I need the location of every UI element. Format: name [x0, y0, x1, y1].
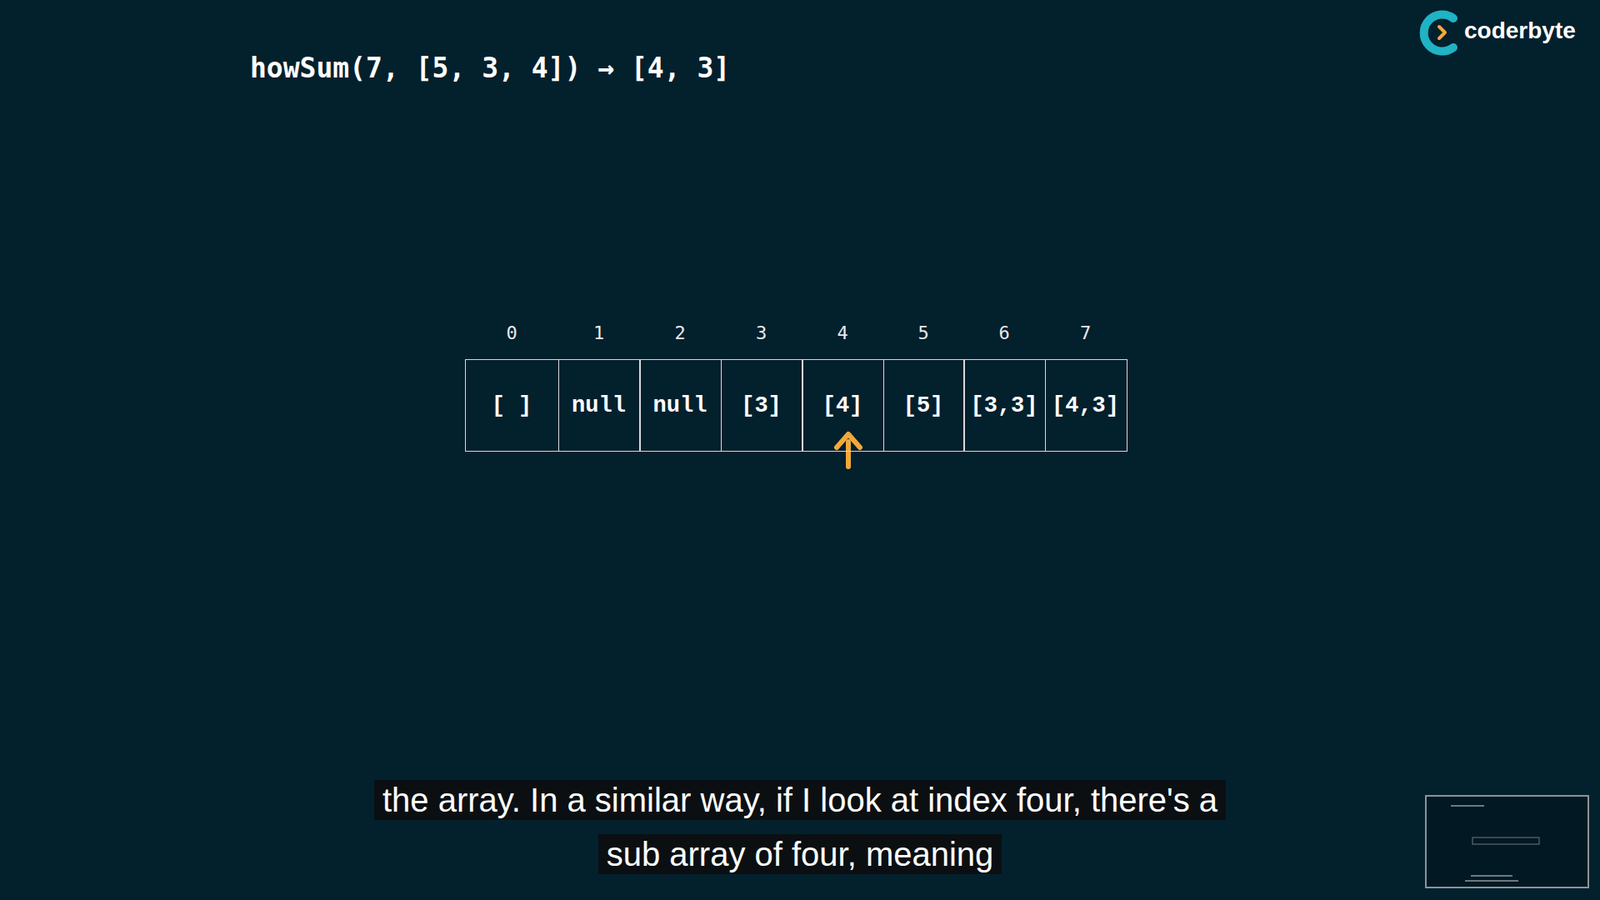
index-number: 7: [1044, 322, 1127, 344]
index-number: 1: [557, 322, 640, 344]
table-cell: 0[ ]: [465, 359, 560, 452]
index-number: 4: [801, 322, 885, 344]
pointer-arrow: [836, 434, 860, 467]
thumbnail-frame: [1425, 795, 1589, 888]
thumbnail-line: [1470, 875, 1513, 877]
subtitle: the array. In a similar way, if I look a…: [374, 780, 1226, 875]
logo-text: coderbyte: [1464, 17, 1576, 45]
arrow-shaft: [845, 441, 851, 467]
cell-value: [3]: [720, 393, 803, 419]
cell-value: [3,3]: [963, 393, 1046, 419]
logo-chevron: [1439, 26, 1445, 39]
table-cell: 7[4,3]: [1045, 359, 1128, 452]
thumbnail-line: [1465, 880, 1519, 882]
logo-mark: [1424, 15, 1454, 52]
cell-value: null: [639, 393, 722, 419]
index-number: 2: [639, 322, 722, 344]
index-number: 0: [465, 322, 560, 344]
index-number: 6: [963, 322, 1046, 344]
title: howSum(7, [5, 3, 4]) → [4, 3]: [250, 51, 730, 85]
cell-value: [4,3]: [1044, 393, 1127, 419]
thumbnail-table: [1472, 837, 1540, 845]
table-cell: 4[4]: [801, 359, 885, 452]
thumbnail-line: [1450, 805, 1485, 807]
video-thumbnail: [1425, 795, 1589, 888]
table-cell: 6[3,3]: [963, 359, 1046, 452]
subtitle-block: the array. In a similar way, if I look a…: [366, 776, 1234, 885]
index-number: 3: [720, 322, 803, 344]
cell-value: [5]: [882, 393, 965, 419]
index-number: 5: [882, 322, 965, 344]
table-cell: 2null: [639, 359, 722, 452]
cell-value: [ ]: [465, 393, 560, 419]
cell-value: null: [557, 393, 640, 419]
table-cell: 3[3]: [720, 359, 804, 452]
table-cell: 1null: [558, 359, 641, 452]
logo-ring: [1424, 15, 1454, 52]
table-cell: 5[5]: [883, 359, 965, 452]
arrow-head: [836, 434, 860, 448]
cell-value: [4]: [801, 393, 885, 419]
